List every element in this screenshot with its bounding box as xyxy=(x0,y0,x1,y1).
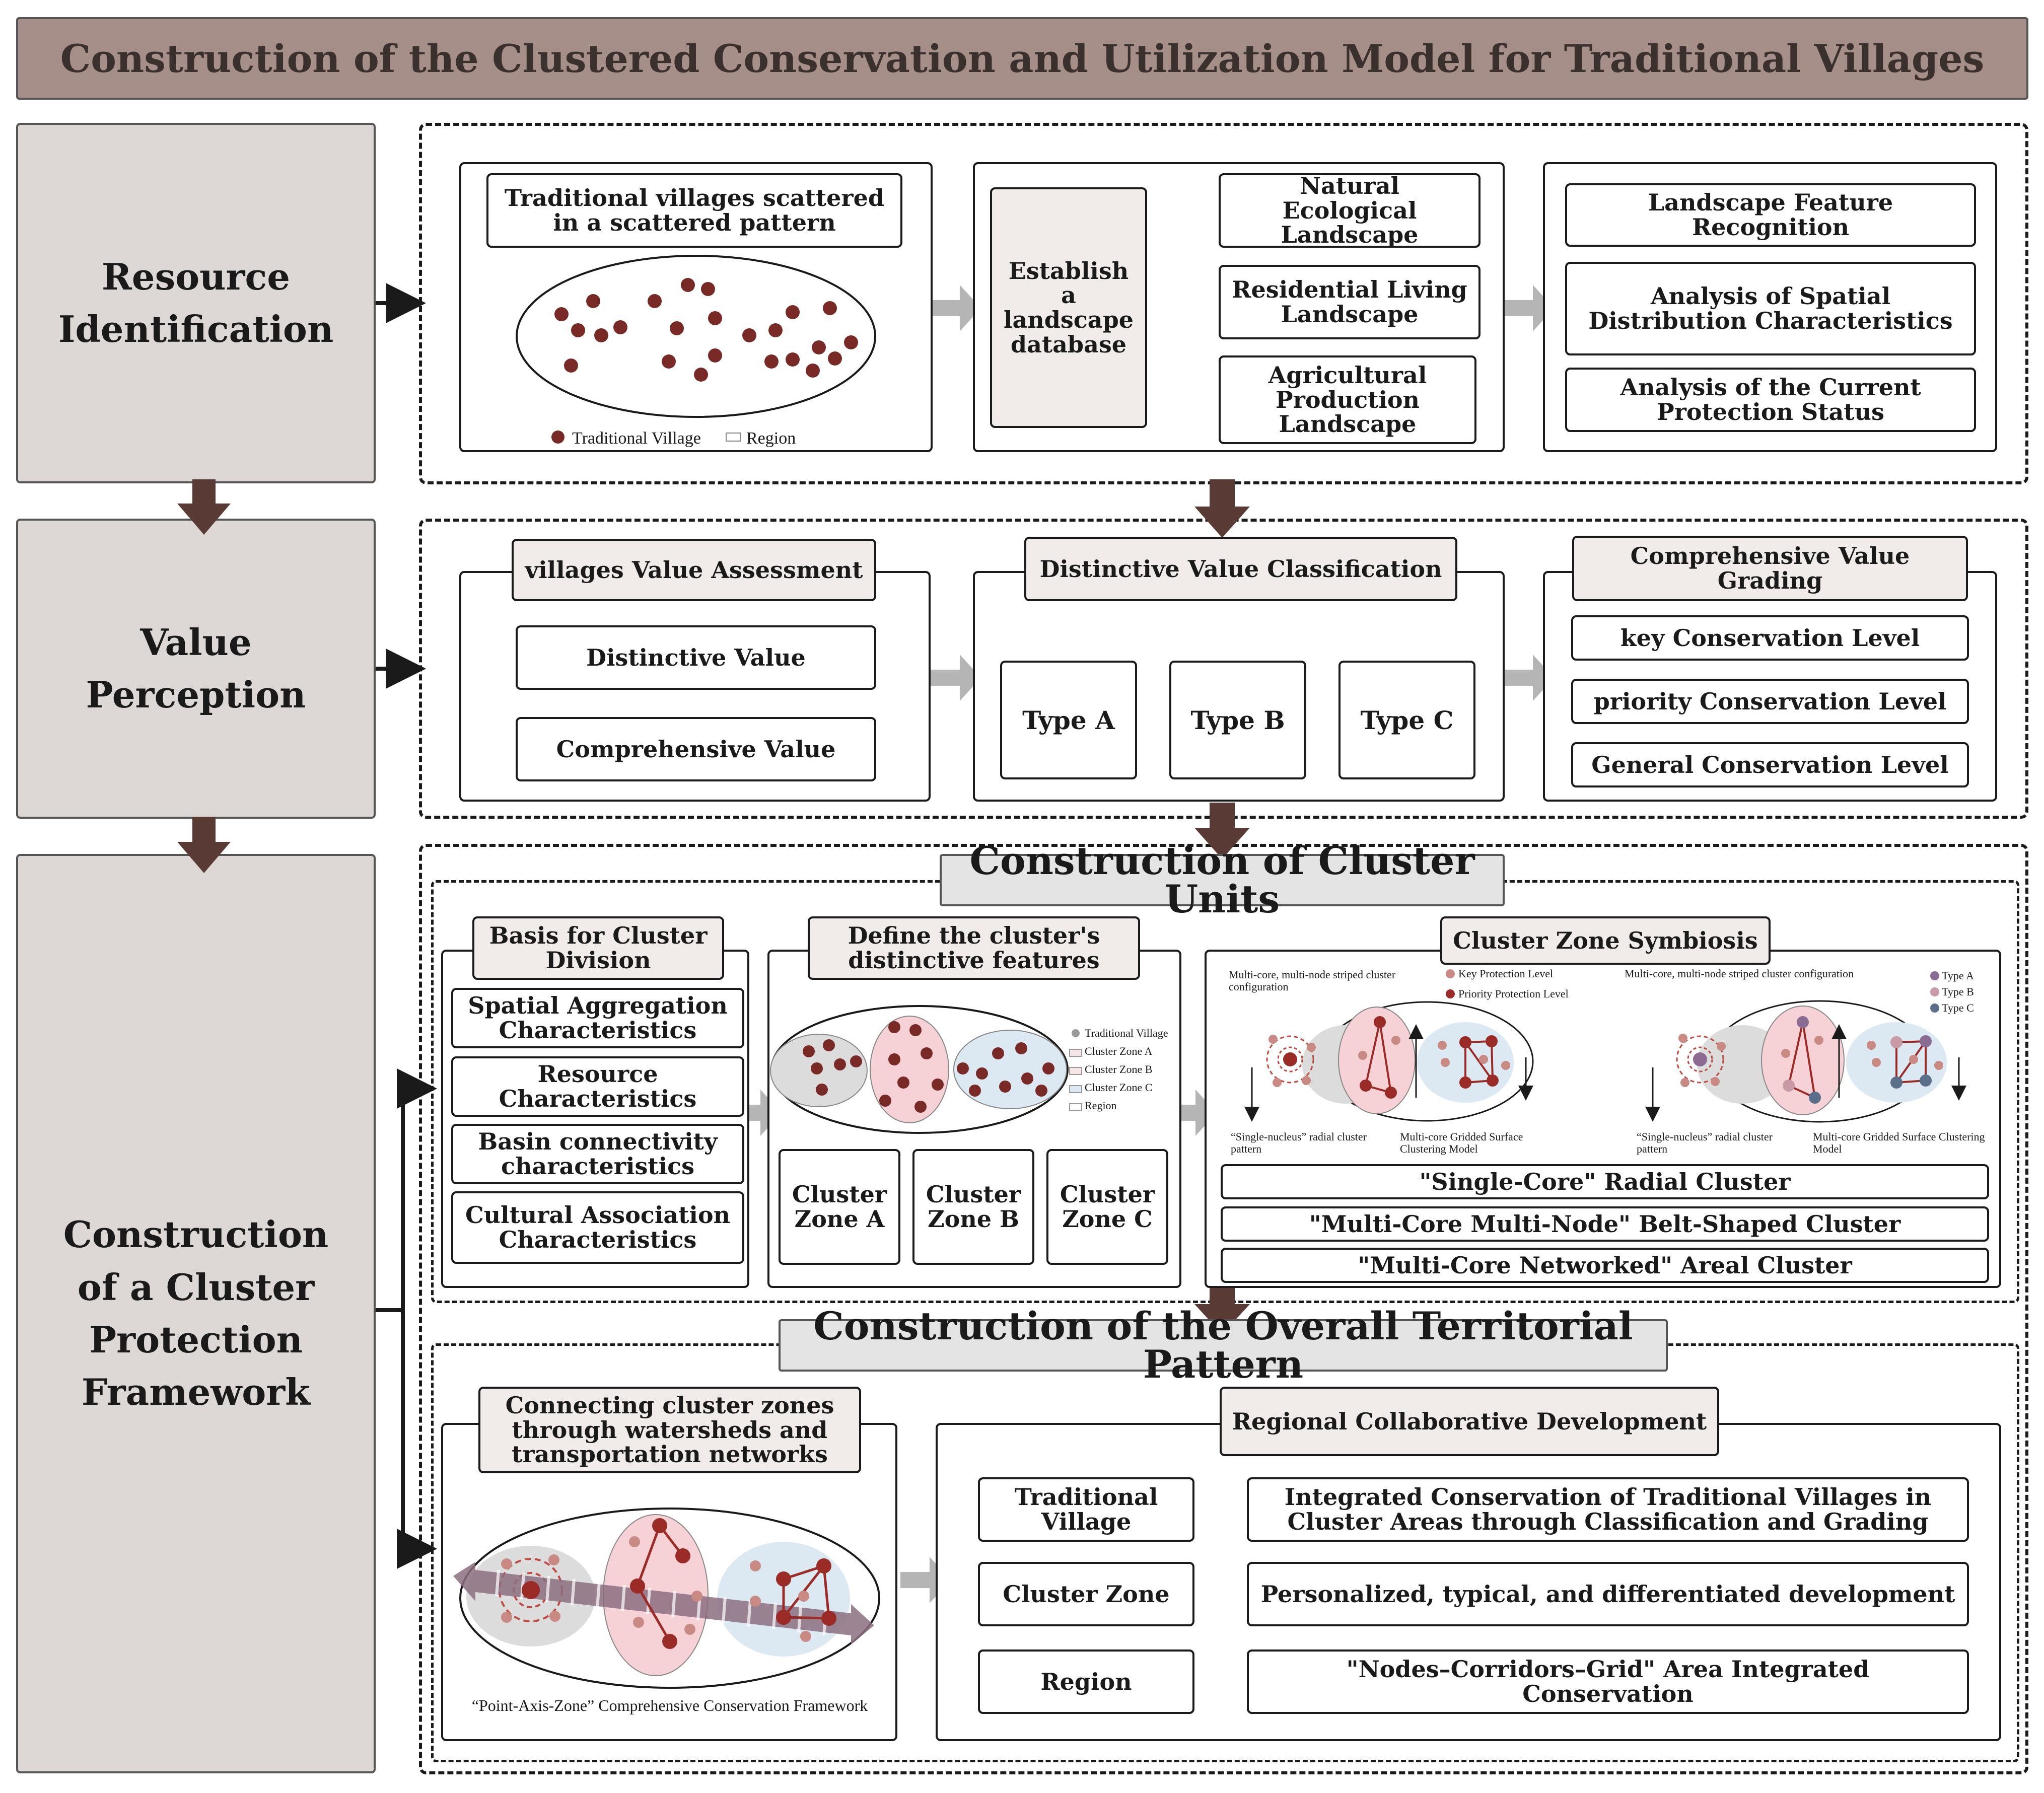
priority-conservation-level: priority Conservation Level xyxy=(1571,679,1969,724)
value-assessment-title: villages Value Assessment xyxy=(512,539,876,601)
cluster-zone-b: Cluster Zone B xyxy=(912,1149,1034,1265)
classification-title: Distinctive Value Classification xyxy=(1024,537,1457,601)
row-region: Region xyxy=(978,1649,1194,1714)
protection-status-analysis: Analysis of the Current Protection Statu… xyxy=(1565,368,1976,432)
define-legend-village: Traditional Village xyxy=(1085,1027,1168,1039)
type-c-box: Type C xyxy=(1338,661,1475,779)
basin-connectivity: Basin connectivity characteristics xyxy=(451,1124,744,1184)
define-legend-zone-b: Cluster Zone B xyxy=(1085,1063,1153,1075)
legend-village-dot xyxy=(551,431,565,444)
arrow-framework-to-territorial xyxy=(397,1310,437,1569)
legend-region: Region xyxy=(746,429,796,448)
row-cluster-zone-desc: Personalized, typical, and differentiate… xyxy=(1247,1562,1969,1626)
comprehensive-value: Comprehensive Value xyxy=(516,717,876,781)
cultural-association: Cultural Association Characteristics xyxy=(451,1191,744,1264)
key-conservation-level: key Conservation Level xyxy=(1571,615,1969,661)
spatial-distribution-analysis: Analysis of Spatial Distribution Charact… xyxy=(1565,262,1976,355)
define-legend-zone-a: Cluster Zone A xyxy=(1085,1045,1153,1057)
natural-ecological-landscape: Natural Ecological Landscape xyxy=(1219,173,1481,248)
row-cluster-zone: Cluster Zone xyxy=(978,1562,1194,1626)
page-title: Construction of the Clustered Conservati… xyxy=(16,17,2028,100)
cluster-zone-c: Cluster Zone C xyxy=(1046,1149,1168,1265)
gridded-caption-left: Multi-core Gridded Surface Clustering Mo… xyxy=(1400,1130,1523,1156)
regional-title: Regional Collaborative Development xyxy=(1220,1387,1719,1456)
landscape-database: Establish a landscape database xyxy=(990,187,1147,428)
stage-value-perception: Value Perception xyxy=(16,519,376,819)
define-legend-region: Region xyxy=(1085,1099,1117,1112)
legend-type-a: Type A xyxy=(1942,969,1974,982)
type-b-box: Type B xyxy=(1169,661,1306,779)
symbiosis-left-caption: Multi-core, multi-node striped cluster c… xyxy=(1229,968,1396,993)
radial-caption-left: “Single-nucleus” radial cluster pattern xyxy=(1231,1130,1367,1156)
general-conservation-level: General Conservation Level xyxy=(1571,742,1969,787)
grading-title: Comprehensive Value Grading xyxy=(1572,536,1968,601)
radial-caption-right: “Single-nucleus” radial cluster pattern xyxy=(1637,1130,1773,1156)
symbiosis-right-caption: Multi-core, multi-node striped cluster c… xyxy=(1625,967,1854,980)
legend-key-protection: Key Protection Level xyxy=(1458,967,1554,980)
multi-core-belt-cluster: "Multi-Core Multi-Node" Belt-Shaped Clus… xyxy=(1221,1206,1989,1242)
village-dots xyxy=(554,278,858,382)
define-legend-zone-c: Cluster Zone C xyxy=(1085,1081,1153,1094)
cluster-zone-a: Cluster Zone A xyxy=(779,1149,900,1265)
symbiosis-title: Cluster Zone Symbiosis xyxy=(1440,916,1771,965)
single-core-radial-cluster: "Single-Core" Radial Cluster xyxy=(1221,1164,1989,1199)
scattered-villages-label: Traditional villages scattered in a scat… xyxy=(486,173,902,248)
resource-characteristics: Resource Characteristics xyxy=(451,1056,744,1117)
landscape-feature-recognition: Landscape Feature Recognition xyxy=(1565,183,1976,247)
type-a-box: Type A xyxy=(1000,661,1137,779)
spatial-aggregation: Spatial Aggregation Characteristics xyxy=(451,988,744,1048)
agricultural-production-landscape: Agricultural Production Landscape xyxy=(1219,355,1476,444)
gridded-caption-right: Multi-core Gridded Surface Clustering Mo… xyxy=(1813,1130,1985,1156)
distinctive-value: Distinctive Value xyxy=(516,625,876,690)
basis-title: Basis for Cluster Division xyxy=(472,916,724,980)
legend-traditional-village: Traditional Village xyxy=(572,429,701,448)
arrow-framework-to-units xyxy=(376,1068,437,1312)
stage-cluster-protection-framework: Construction of a Cluster Protection Fra… xyxy=(16,854,376,1773)
row-traditional-village-desc: Integrated Conservation of Traditional V… xyxy=(1247,1477,1969,1542)
connect-title: Connecting cluster zones through watersh… xyxy=(478,1387,861,1473)
legend-type-c: Type C xyxy=(1942,1001,1974,1014)
define-title: Define the cluster's distinctive feature… xyxy=(808,916,1140,980)
legend-type-b: Type B xyxy=(1942,985,1974,998)
brown-arrows xyxy=(177,479,1250,1334)
residential-living-landscape: Residential Living Landscape xyxy=(1219,265,1481,339)
row-region-desc: "Nodes–Corridors–Grid" Area Integrated C… xyxy=(1247,1649,1969,1714)
legend-priority-protection: Priority Protection Level xyxy=(1458,987,1569,1000)
multi-core-networked-cluster: "Multi-Core Networked" Areal Cluster xyxy=(1221,1248,1989,1283)
row-traditional-village: Traditional Village xyxy=(978,1477,1194,1542)
legend-region-swatch xyxy=(726,433,741,442)
point-axis-zone-caption: “Point-Axis-Zone” Comprehensive Conserva… xyxy=(471,1696,868,1715)
